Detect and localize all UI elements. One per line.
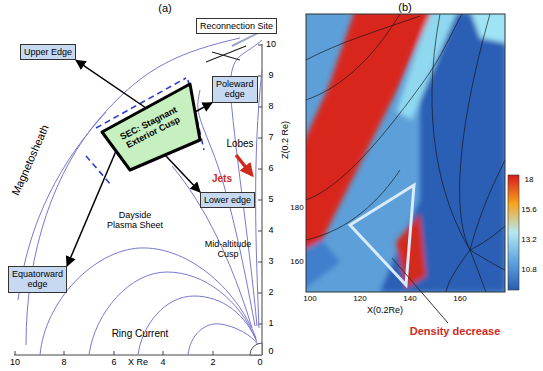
axis — [14, 44, 262, 355]
text-label: 4 — [268, 226, 273, 236]
text-label: (b) — [398, 1, 411, 13]
box-label: Upper Edge — [24, 47, 72, 57]
text-label: 13.2 — [521, 236, 537, 245]
text-label: 7 — [268, 133, 273, 143]
text-label: 10.8 — [521, 266, 537, 275]
box-label: Lower edge — [204, 195, 251, 205]
box-label: Equatorward edge — [12, 269, 63, 290]
text-label: Mid-altitude Cusp — [199, 240, 257, 260]
field-lines — [18, 38, 262, 355]
text-label: Jets — [212, 173, 232, 184]
edge-box: Poleward edge — [212, 76, 258, 103]
text-label: 3 — [268, 257, 273, 267]
text-label: 160 — [290, 258, 303, 267]
text-label: 15.6 — [521, 206, 537, 215]
text-label: 9 — [268, 71, 273, 81]
text-label: X Re — [128, 358, 148, 368]
text-label: 6 — [268, 164, 273, 174]
text-label: Dayside Plasma Sheet — [106, 211, 164, 231]
pointer-arrow — [195, 103, 212, 112]
edge-box: Equatorward edge — [8, 266, 67, 293]
earth — [250, 343, 262, 355]
text-label: Ring Current — [112, 328, 169, 339]
text-label: 0 — [268, 347, 273, 357]
pointer-arrow — [165, 155, 200, 192]
text-label: 6 — [111, 358, 116, 368]
text-label: (a) — [158, 2, 171, 14]
pointer-arrow — [67, 151, 116, 266]
text-label: 8 — [61, 358, 66, 368]
dashed-boundary — [86, 78, 204, 186]
text-label: 18 — [525, 176, 534, 185]
edge-box: Upper Edge — [20, 44, 76, 60]
sec-region: SEC: Stagnant Exterior Cusp — [96, 80, 206, 174]
text-label: 0 — [257, 358, 262, 368]
text-label: 10 — [266, 40, 276, 50]
text-label: 160 — [453, 295, 466, 304]
reconnection-x — [206, 46, 246, 62]
colorbar — [508, 175, 519, 290]
text-label: 120 — [353, 295, 366, 304]
edge-box: Lower edge — [200, 192, 255, 208]
text-label: 1 — [268, 319, 273, 329]
text-label: 10 — [10, 358, 20, 368]
text-label: Magnetosheath — [9, 123, 51, 197]
text-label: 5 — [268, 195, 273, 205]
text-label: 2 — [210, 358, 215, 368]
text-label: Lobes — [226, 138, 253, 149]
box-label: Poleward edge — [216, 79, 254, 100]
text-label: 8 — [268, 102, 273, 112]
text-label: 4 — [160, 358, 165, 368]
jet-arrow — [236, 155, 252, 175]
text-label: 180 — [290, 204, 303, 213]
text-label: 140 — [403, 295, 416, 304]
pointer-arrow — [76, 60, 146, 108]
site-box: Reconnection Site — [196, 18, 277, 34]
text-label: Z(0.2 Re) — [281, 121, 291, 159]
text-label: 2 — [268, 288, 273, 298]
text-label: X(0.2Re) — [367, 306, 403, 316]
text-label: 100 — [303, 295, 316, 304]
box-label: Reconnection Site — [200, 21, 273, 31]
text-label: Density decrease — [410, 325, 501, 337]
trapezoid-shape — [102, 84, 200, 170]
